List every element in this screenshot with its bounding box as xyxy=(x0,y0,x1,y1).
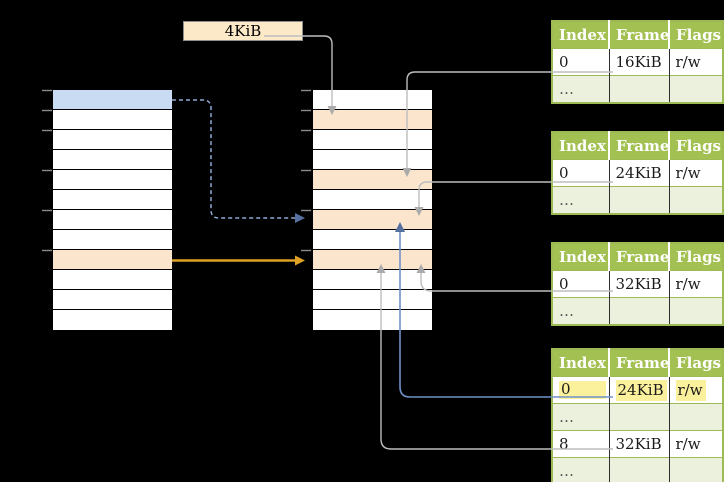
table-row: 0 24KiB r/w xyxy=(552,159,723,187)
table-row: 0 16KiB r/w xyxy=(552,48,723,76)
page-size-label: 4KiB xyxy=(183,21,303,41)
header-index: Index xyxy=(552,243,610,271)
memory-row-peach xyxy=(53,250,172,270)
cell-index: … xyxy=(552,403,610,431)
table-row-ellipsis: … xyxy=(552,403,723,431)
header-frame: Frame xyxy=(609,21,670,49)
cell-index: … xyxy=(552,186,610,214)
memory-row xyxy=(313,130,432,150)
page-table-2: Index Frame Flags 0 24KiB r/w … xyxy=(551,131,724,215)
header-flags: Flags xyxy=(669,21,723,49)
memory-row xyxy=(53,310,172,330)
memory-row xyxy=(313,310,432,330)
page-table-1: Index Frame Flags 0 16KiB r/w … xyxy=(551,20,724,104)
table-header-row: Index Frame Flags xyxy=(552,243,723,271)
header-index: Index xyxy=(552,132,610,160)
highlight: 0 xyxy=(559,381,606,399)
cell-index: … xyxy=(552,457,610,482)
memory-row xyxy=(53,190,172,210)
memory-row-peach xyxy=(313,210,432,230)
physical-column-ticks xyxy=(301,89,311,252)
cell-index: 0 xyxy=(552,159,610,187)
memory-row xyxy=(53,290,172,310)
table-row-highlighted: 0 24KiB r/w xyxy=(552,376,723,404)
cell-frame: 32KiB xyxy=(609,430,670,458)
cell-index: … xyxy=(552,297,610,325)
header-frame: Frame xyxy=(609,243,670,271)
memory-row xyxy=(53,150,172,170)
cell-frame: 24KiB xyxy=(609,376,670,404)
highlight: 24KiB xyxy=(615,379,667,401)
memory-row xyxy=(53,110,172,130)
cell-flags xyxy=(669,403,723,431)
cell-flags: r/w xyxy=(669,159,723,187)
memory-row xyxy=(313,150,432,170)
memory-row xyxy=(53,130,172,150)
table-row-ellipsis: … xyxy=(552,186,723,214)
cell-frame xyxy=(609,186,670,214)
cell-frame: 24KiB xyxy=(609,159,670,187)
memory-row xyxy=(313,190,432,210)
cell-index: 0 xyxy=(552,376,610,404)
header-frame: Frame xyxy=(609,349,670,377)
cell-flags: r/w xyxy=(669,430,723,458)
cell-index: 0 xyxy=(552,48,610,76)
cell-flags xyxy=(669,75,723,103)
page-table-4: Index Frame Flags 0 24KiB r/w … 8 32KiB … xyxy=(551,348,724,482)
page-table-3: Index Frame Flags 0 32KiB r/w … xyxy=(551,242,724,326)
table-row-ellipsis: … xyxy=(552,297,723,325)
table-row: 0 32KiB r/w xyxy=(552,270,723,298)
memory-row xyxy=(53,210,172,230)
mapping-arrow-dashed-blue xyxy=(172,99,305,223)
memory-row-peach xyxy=(313,250,432,270)
cell-frame xyxy=(609,75,670,103)
table-header-row: Index Frame Flags xyxy=(552,349,723,377)
cell-frame: 16KiB xyxy=(609,48,670,76)
table-row-ellipsis: … xyxy=(552,457,723,482)
cell-flags: r/w xyxy=(669,270,723,298)
memory-row-blue xyxy=(53,90,172,110)
memory-row-peach xyxy=(313,110,432,130)
highlight: r/w xyxy=(675,379,706,401)
memory-row xyxy=(53,230,172,250)
header-flags: Flags xyxy=(669,349,723,377)
memory-row xyxy=(53,170,172,190)
table-row-ellipsis: … xyxy=(552,75,723,103)
cell-flags xyxy=(669,186,723,214)
physical-memory-column xyxy=(312,89,433,331)
cell-flags: r/w xyxy=(669,48,723,76)
virtual-memory-column xyxy=(52,89,173,331)
cell-flags xyxy=(669,457,723,482)
header-flags: Flags xyxy=(669,132,723,160)
header-index: Index xyxy=(552,21,610,49)
cell-index: 8 xyxy=(552,430,610,458)
memory-row xyxy=(313,270,432,290)
cell-index: 0 xyxy=(552,270,610,298)
memory-row-peach xyxy=(313,170,432,190)
header-flags: Flags xyxy=(669,243,723,271)
virtual-column-ticks xyxy=(42,89,52,252)
table-header-row: Index Frame Flags xyxy=(552,132,723,160)
cell-frame: 32KiB xyxy=(609,270,670,298)
header-index: Index xyxy=(552,349,610,377)
table-header-row: Index Frame Flags xyxy=(552,21,723,49)
table-row: 8 32KiB r/w xyxy=(552,430,723,458)
cell-flags xyxy=(669,297,723,325)
memory-row xyxy=(313,230,432,250)
cell-frame xyxy=(609,403,670,431)
memory-row xyxy=(53,270,172,290)
cell-index: … xyxy=(552,75,610,103)
header-frame: Frame xyxy=(609,132,670,160)
cell-frame xyxy=(609,297,670,325)
memory-row xyxy=(313,90,432,110)
memory-row xyxy=(313,290,432,310)
cell-frame xyxy=(609,457,670,482)
cell-flags: r/w xyxy=(669,376,723,404)
